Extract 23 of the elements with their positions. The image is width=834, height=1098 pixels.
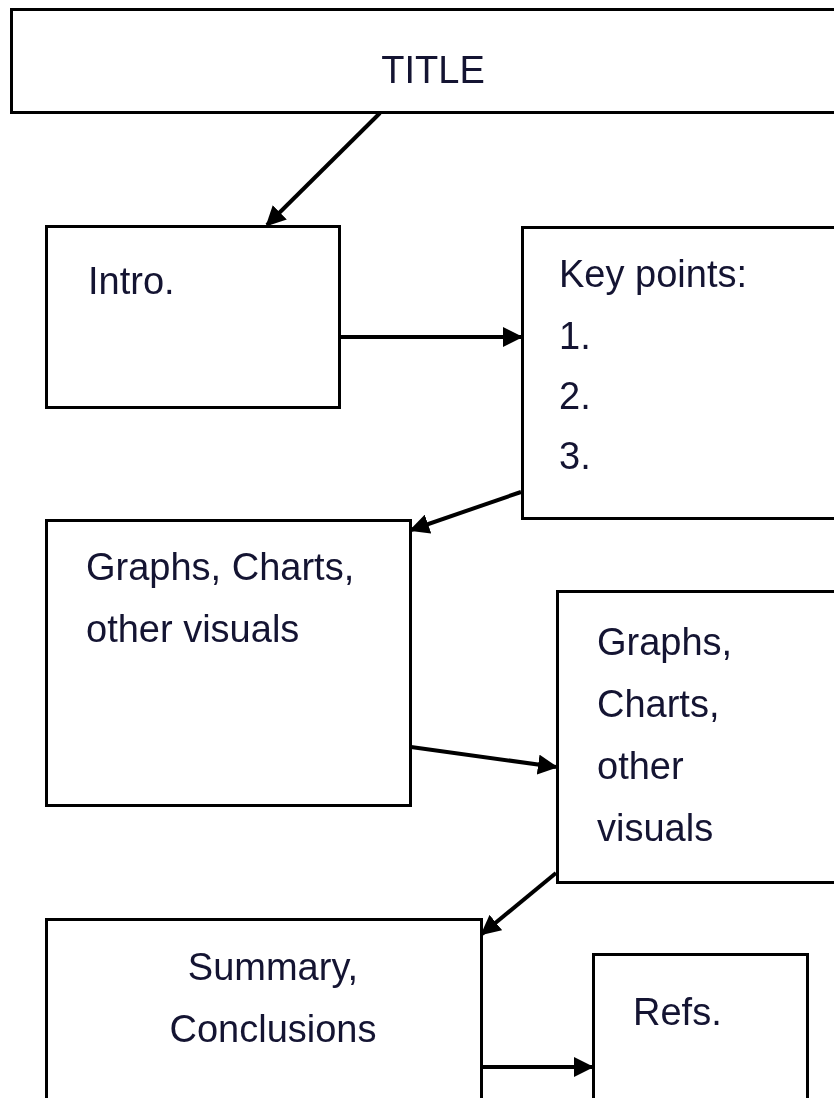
box-text: 2. [559,374,592,419]
box-text: Graphs, Charts, other visuals [86,545,356,652]
box-text: Summary, Conclusions [168,945,378,1052]
text-box [45,225,341,409]
box-text: 1. [559,314,592,359]
arrow [340,327,523,347]
text-box [521,226,834,520]
text-box [556,590,834,884]
box-text: 3. [559,434,592,479]
arrow [409,490,522,534]
text-box [45,519,412,807]
text-box [592,953,809,1098]
box-text: Refs. [633,990,723,1035]
box-text: TITLE [380,48,486,93]
box-text: Intro. [88,259,176,304]
arrow [265,111,382,227]
arrow [410,745,558,775]
arrow [482,1057,594,1077]
text-box [10,8,834,114]
arrow [480,871,558,936]
box-text: Key points: [559,252,748,297]
text-box [45,918,483,1098]
box-text: Graphs, Charts, other visuals [597,620,734,851]
